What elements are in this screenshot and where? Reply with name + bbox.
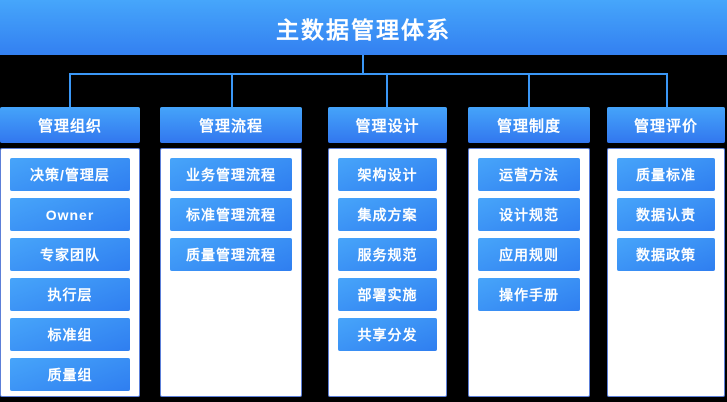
connector-drop-3 [386,73,388,107]
connector-horizontal [69,73,668,75]
title-banner: 主数据管理体系 [0,0,727,55]
node-quality-process: 质量管理流程 [170,238,292,271]
chart-title: 主数据管理体系 [276,16,451,43]
column-header-design: 管理设计 [328,107,447,143]
node-operation-method: 运营方法 [478,158,580,191]
column-system: 管理制度 运营方法 设计规范 应用规则 操作手册 [468,107,590,397]
node-expert-team: 专家团队 [10,238,130,271]
column-header-system: 管理制度 [468,107,590,143]
node-business-process: 业务管理流程 [170,158,292,191]
column-panel-system: 运营方法 设计规范 应用规则 操作手册 [468,148,590,397]
node-standard-process: 标准管理流程 [170,198,292,231]
connector-drop-2 [231,73,233,107]
node-standard-group: 标准组 [10,318,130,351]
column-header-organization: 管理组织 [0,107,140,143]
column-header-process: 管理流程 [160,107,302,143]
column-panel-design: 架构设计 集成方案 服务规范 部署实施 共享分发 [328,148,447,397]
column-panel-evaluation: 质量标准 数据认责 数据政策 [607,148,725,397]
node-quality-group: 质量组 [10,358,130,391]
node-application-rule: 应用规则 [478,238,580,271]
column-evaluation: 管理评价 质量标准 数据认责 数据政策 [607,107,725,397]
node-data-accountability: 数据认责 [617,198,715,231]
connector-drop-4 [528,73,530,107]
column-header-evaluation: 管理评价 [607,107,725,143]
node-service-spec: 服务规范 [338,238,437,271]
node-deployment: 部署实施 [338,278,437,311]
node-execution-layer: 执行层 [10,278,130,311]
connector-drop-1 [69,73,71,107]
node-data-policy: 数据政策 [617,238,715,271]
column-panel-process: 业务管理流程 标准管理流程 质量管理流程 [160,148,302,397]
connector-stem [362,55,364,75]
node-quality-standard: 质量标准 [617,158,715,191]
node-architecture-design: 架构设计 [338,158,437,191]
column-process: 管理流程 业务管理流程 标准管理流程 质量管理流程 [160,107,302,397]
column-organization: 管理组织 决策/管理层 Owner 专家团队 执行层 标准组 质量组 [0,107,140,397]
node-share-distribution: 共享分发 [338,318,437,351]
column-design: 管理设计 架构设计 集成方案 服务规范 部署实施 共享分发 [328,107,447,397]
node-integration-plan: 集成方案 [338,198,437,231]
node-owner: Owner [10,198,130,231]
column-panel-organization: 决策/管理层 Owner 专家团队 执行层 标准组 质量组 [0,148,140,397]
node-operation-manual: 操作手册 [478,278,580,311]
node-decision-management-layer: 决策/管理层 [10,158,130,191]
connector-drop-5 [666,73,668,107]
node-design-spec: 设计规范 [478,198,580,231]
